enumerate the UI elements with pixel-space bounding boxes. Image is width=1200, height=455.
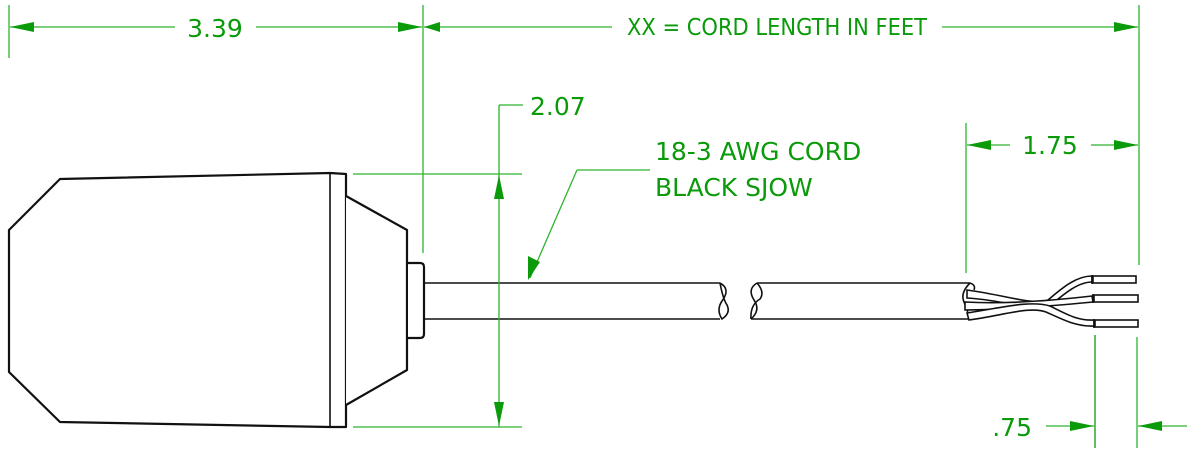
- cord-right-segment: [750, 282, 976, 320]
- arrow-left-icon: [10, 22, 34, 32]
- dimension-jacket-strip: 1.75: [965, 123, 1138, 273]
- cord-callout: 18-3 AWG CORD BLACK SJOW: [528, 137, 861, 280]
- dimension-conductor-strip: .75: [992, 335, 1187, 448]
- cord-left-segment: [424, 282, 729, 321]
- conductors: [964, 275, 1139, 328]
- arrow-right-icon: [1114, 22, 1138, 32]
- arrow-left-icon: [967, 140, 991, 150]
- arrow-right-icon: [1070, 421, 1094, 431]
- arrow-left-icon: [424, 22, 440, 32]
- arrow-right-icon: [398, 22, 422, 32]
- arrow-left-icon: [1138, 421, 1162, 431]
- dimension-label-cord-length: XX = CORD LENGTH IN FEET: [627, 15, 928, 41]
- callout-cord-jacket: BLACK SJOW: [655, 173, 813, 202]
- dimension-body-diameter: 2.07: [353, 92, 586, 428]
- callout-cord-spec: 18-3 AWG CORD: [655, 137, 861, 166]
- dimension-label-conductor-strip: .75: [992, 413, 1032, 442]
- arrow-leader-icon: [528, 256, 540, 280]
- arrow-up-icon: [494, 175, 504, 199]
- dimension-body-length: 3.39: [8, 5, 424, 253]
- dimension-label-body-length: 3.39: [187, 14, 243, 43]
- housing-body: [7, 171, 426, 429]
- dimension-label-jacket-strip: 1.75: [1022, 131, 1078, 160]
- arrow-down-icon: [494, 402, 504, 426]
- arrow-right-icon: [1114, 140, 1138, 150]
- dimension-cord-length: XX = CORD LENGTH IN FEET: [424, 5, 1140, 265]
- dimension-label-body-diameter: 2.07: [530, 92, 586, 121]
